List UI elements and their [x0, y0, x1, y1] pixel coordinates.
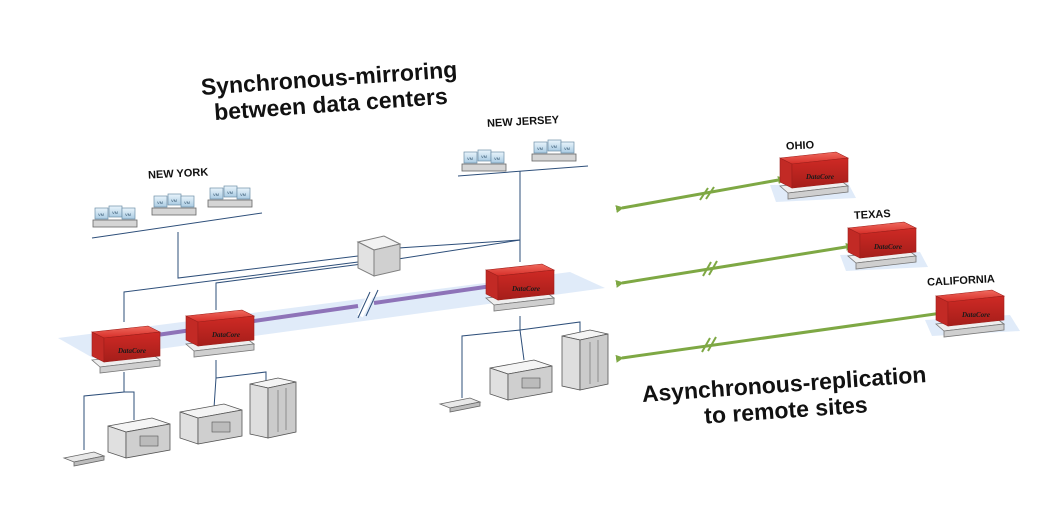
- vm-label: VM: [564, 146, 570, 151]
- vm-label: VM: [125, 212, 131, 217]
- vm-hosts-new-york: VM VM VM VM VM VM VM VM VM: [92, 185, 253, 228]
- vm-label: VM: [240, 192, 246, 197]
- vm-label: VM: [537, 146, 543, 151]
- storage-new-york: [62, 377, 297, 467]
- vm-label: VM: [157, 200, 163, 205]
- datacore-appliances: DataCoreDataCoreDataCoreDataCoreDataCore…: [90, 151, 1006, 374]
- vm-label: VM: [494, 156, 500, 161]
- vm-label: VM: [213, 192, 219, 197]
- arrow-california: [615, 309, 944, 363]
- vm-label: VM: [98, 212, 104, 217]
- datacore-logo-text: DataCore: [805, 173, 834, 181]
- appliance-new-york-1: DataCore: [90, 325, 162, 374]
- replication-arrows: [615, 176, 944, 363]
- vm-label: VM: [184, 200, 190, 205]
- vm-label: VM: [171, 198, 177, 203]
- arrow-ohio: [615, 176, 786, 213]
- appliance-ohio: DataCore: [778, 151, 850, 200]
- datacore-logo-text: DataCore: [873, 243, 902, 251]
- storage-new-jersey: [438, 329, 609, 413]
- appliance-california: DataCore: [934, 289, 1006, 338]
- appliance-new-york-2: DataCore: [184, 309, 256, 358]
- vm-label: VM: [227, 190, 233, 195]
- vm-hosts-new-jersey: VM VM VM VM VM VM: [461, 139, 577, 172]
- arrow-texas: [615, 243, 854, 288]
- datacore-logo-text: DataCore: [211, 331, 240, 339]
- vm-label: VM: [467, 156, 473, 161]
- vm-label: VM: [551, 144, 557, 149]
- site-label-texas: TEXAS: [853, 208, 891, 222]
- datacore-logo-text: DataCore: [117, 347, 146, 355]
- appliance-texas: DataCore: [846, 221, 918, 270]
- network-links: [83, 165, 589, 450]
- vm-label: VM: [481, 154, 487, 159]
- site-label-ohio: OHIO: [785, 139, 815, 153]
- network-switch: [356, 235, 402, 277]
- datacore-logo-text: DataCore: [511, 285, 540, 293]
- vm-label: VM: [112, 210, 118, 215]
- appliance-new-jersey: DataCore: [484, 263, 556, 312]
- datacore-logo-text: DataCore: [961, 311, 990, 319]
